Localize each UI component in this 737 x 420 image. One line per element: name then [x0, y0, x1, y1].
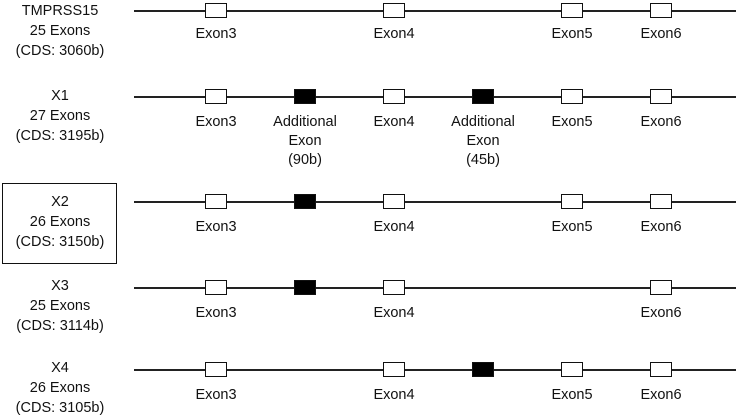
exon4-box	[383, 89, 405, 104]
exon3-label: Exon3	[195, 26, 237, 42]
variant-label-x4: X4 26 Exons (CDS: 3105b)	[0, 358, 120, 418]
exon5-label: Exon5	[551, 387, 593, 403]
additional-exon-90b-box	[294, 89, 316, 104]
additional-exon-90b-label: Additional Exon (90b)	[273, 114, 337, 168]
variant-label-x3: X3 25 Exons (CDS: 3114b)	[0, 276, 120, 336]
exon6-label: Exon6	[640, 219, 682, 235]
exon6-label: Exon6	[640, 26, 682, 42]
exon5-label: Exon5	[551, 26, 593, 42]
exon4-label: Exon4	[373, 219, 415, 235]
exon6-box	[650, 89, 672, 104]
exon5-box	[561, 89, 583, 104]
variant-name: X1	[51, 88, 69, 104]
exon4-label: Exon4	[373, 387, 415, 403]
additional-exon-90b-box	[294, 194, 316, 209]
variant-name: X3	[51, 278, 69, 294]
exon3-box	[205, 89, 227, 104]
gene-baseline	[134, 201, 736, 203]
exon4-box	[383, 194, 405, 209]
variant-label-tmprss15: TMPRSS15 25 Exons (CDS: 3060b)	[0, 1, 120, 61]
variant-name: X2	[51, 194, 69, 210]
exon6-label: Exon6	[640, 387, 682, 403]
gene-baseline	[134, 96, 736, 98]
variant-cds-length: (CDS: 3150b)	[15, 234, 105, 250]
exon4-label: Exon4	[373, 305, 415, 321]
variant-cds-length: (CDS: 3114b)	[16, 318, 104, 334]
exon4-box	[383, 3, 405, 18]
exon4-label: Exon4	[373, 26, 415, 42]
gene-baseline	[134, 369, 736, 371]
variant-exon-count: 26 Exons	[29, 214, 91, 230]
exon3-label: Exon3	[195, 219, 237, 235]
exon6-label: Exon6	[640, 305, 682, 321]
exon3-label: Exon3	[195, 387, 237, 403]
variant-cds-length: (CDS: 3060b)	[15, 43, 105, 59]
variant-exon-count: 27 Exons	[29, 108, 91, 124]
exon6-box	[650, 362, 672, 377]
variant-cds-length: (CDS: 3105b)	[15, 400, 105, 416]
additional-exon-45b-label: Additional Exon (45b)	[451, 114, 515, 168]
variant-cds-length: (CDS: 3195b)	[15, 128, 105, 144]
exon6-label: Exon6	[640, 114, 682, 130]
variant-name: X4	[51, 360, 69, 376]
gene-baseline	[134, 287, 736, 289]
exon3-box	[205, 194, 227, 209]
additional-exon-45b-box	[472, 362, 494, 377]
exon3-box	[205, 362, 227, 377]
exon3-box	[205, 280, 227, 295]
variant-label-x1: X1 27 Exons (CDS: 3195b)	[0, 86, 120, 146]
exon6-box	[650, 3, 672, 18]
exon4-box	[383, 280, 405, 295]
exon4-label: Exon4	[373, 114, 415, 130]
exon5-label: Exon5	[551, 114, 593, 130]
highlight-box-x2	[2, 183, 117, 264]
exon3-box	[205, 3, 227, 18]
exon5-label: Exon5	[551, 219, 593, 235]
variant-exon-count: 25 Exons	[29, 298, 91, 314]
variant-exon-count: 25 Exons	[29, 23, 91, 39]
gene-baseline	[134, 10, 736, 12]
exon3-label: Exon3	[195, 114, 237, 130]
exon5-box	[561, 362, 583, 377]
exon5-box	[561, 3, 583, 18]
exon5-box	[561, 194, 583, 209]
variant-name: TMPRSS15	[21, 3, 99, 19]
variant-label-x2: X2 26 Exons (CDS: 3150b)	[0, 192, 120, 252]
exon4-box	[383, 362, 405, 377]
exon6-box	[650, 280, 672, 295]
additional-exon-45b-box	[472, 89, 494, 104]
variant-exon-count: 26 Exons	[29, 380, 91, 396]
additional-exon-90b-box	[294, 280, 316, 295]
exon3-label: Exon3	[195, 305, 237, 321]
exon6-box	[650, 194, 672, 209]
